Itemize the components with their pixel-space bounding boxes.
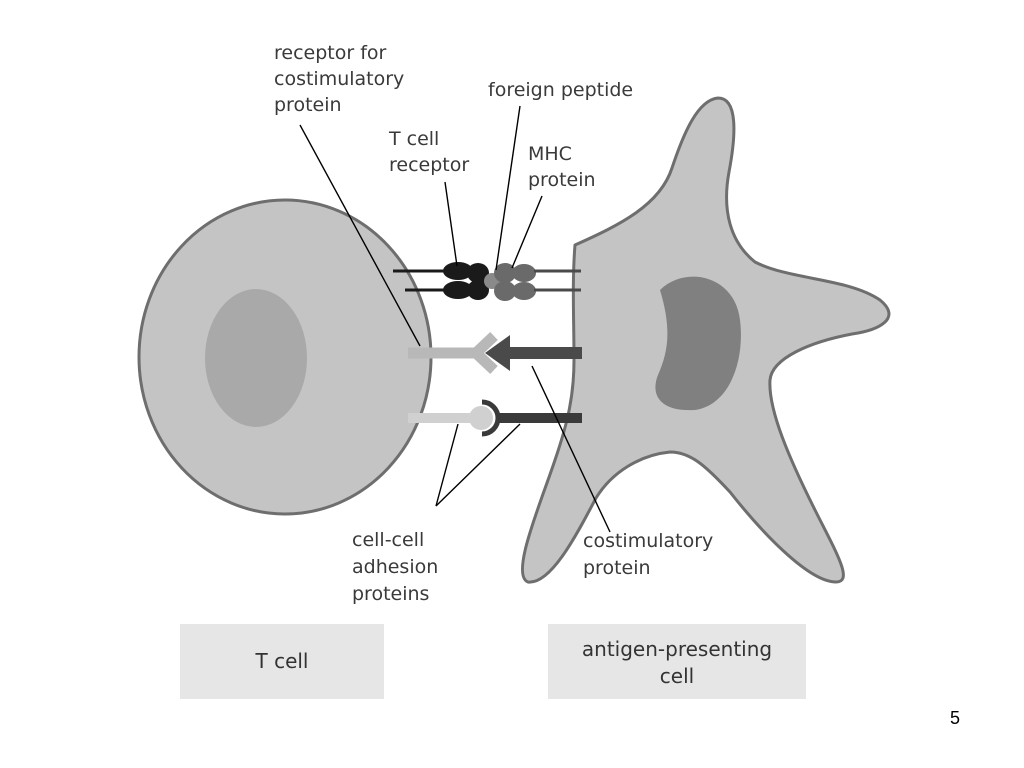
label-receptor-costim-line3: protein bbox=[274, 94, 342, 116]
apc-nucleus bbox=[655, 276, 741, 411]
tcr-mhc-complex bbox=[393, 262, 581, 301]
apc-caption-box bbox=[548, 624, 806, 699]
label-mhc-line1: MHC bbox=[528, 143, 572, 165]
label-receptor-costim-line1: receptor for bbox=[274, 42, 387, 64]
t-cell-caption-box bbox=[180, 624, 384, 699]
label-costim-line1: costimulatory bbox=[583, 530, 713, 552]
label-mhc-line2: protein bbox=[528, 169, 596, 191]
label-adhesion-line3: proteins bbox=[352, 583, 429, 605]
label-adhesion-line2: adhesion bbox=[352, 556, 438, 578]
apc-caption-line2: cell bbox=[660, 664, 694, 688]
adhesion-pair bbox=[408, 399, 582, 437]
t-cell-nucleus bbox=[205, 289, 307, 427]
t-cell-caption: T cell bbox=[255, 649, 309, 673]
label-receptor-costim-line2: costimulatory bbox=[274, 68, 404, 90]
label-adhesion-line1: cell-cell bbox=[352, 529, 424, 551]
label-foreign-peptide: foreign peptide bbox=[488, 79, 633, 101]
costimulatory-pair bbox=[408, 332, 582, 374]
page-number: 5 bbox=[950, 708, 960, 728]
apc-caption-line1: antigen-presenting bbox=[582, 637, 772, 661]
label-tcr-line2: receptor bbox=[389, 154, 469, 176]
label-tcr-line1: T cell bbox=[388, 128, 439, 150]
label-costim-line2: protein bbox=[583, 557, 651, 579]
leader-lines bbox=[299, 105, 611, 533]
